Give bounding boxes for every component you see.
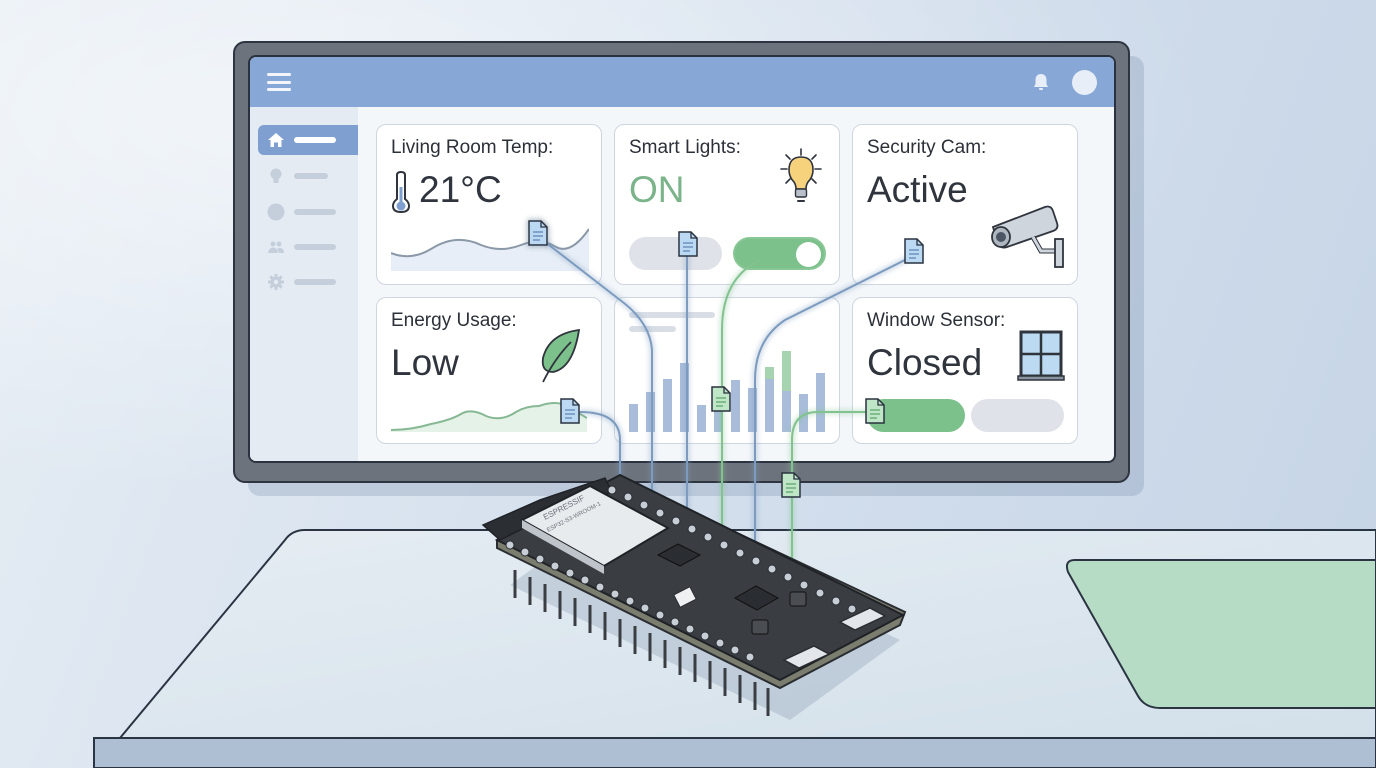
lights-toggle-on[interactable] [733,237,826,270]
chart-subtitle-placeholder [629,326,676,332]
sidebar [250,107,358,461]
lights-toggle-off[interactable] [629,237,722,270]
lightbulb-icon [780,148,822,202]
temp-sparkline [391,228,589,271]
circle-icon [267,203,285,221]
data-packet-icon[interactable] [559,398,581,424]
lightbulb-icon [270,168,282,183]
sidebar-item-settings[interactable] [258,267,358,297]
window-label: Window Sensor: [867,310,1006,331]
window-toggle-open[interactable] [971,399,1064,432]
data-packet-icon[interactable] [527,220,549,246]
sidebar-item-lights[interactable] [258,161,358,191]
card-usage-chart[interactable] [614,297,840,444]
data-packet-icon[interactable] [677,231,699,257]
home-icon [268,133,284,147]
lights-value: ON [629,169,685,210]
data-packet-icon[interactable] [864,398,886,424]
dashboard-screen: Living Room Temp: 21°C Smart Lights: ON [248,55,1116,463]
desk-mat [1065,559,1376,709]
card-smart-lights[interactable]: Smart Lights: ON [614,124,840,285]
energy-label: Energy Usage: [391,310,517,331]
thermometer-icon [391,171,411,213]
energy-sparkline [391,402,587,432]
data-packet-icon[interactable] [710,386,732,412]
users-icon [268,241,284,253]
window-icon [1017,330,1065,381]
energy-value: Low [391,342,459,383]
sidebar-item-devices[interactable] [258,197,358,227]
security-camera-icon [991,205,1064,268]
sidebar-item-home[interactable] [258,125,358,155]
card-security-cam[interactable]: Security Cam: Active [852,124,1078,285]
data-packet-icon[interactable] [780,472,802,498]
leaf-icon [541,328,581,383]
lights-label: Smart Lights: [629,137,741,158]
bell-icon[interactable] [1030,71,1052,93]
monitor: Living Room Temp: 21°C Smart Lights: ON [233,41,1130,483]
card-living-room-temp[interactable]: Living Room Temp: 21°C [376,124,602,285]
top-bar [250,57,1114,107]
temp-value: 21°C [419,169,502,210]
sidebar-item-users[interactable] [258,232,358,262]
data-packet-icon[interactable] [903,238,925,264]
gear-icon [268,274,284,290]
temp-label: Living Room Temp: [391,137,554,158]
toggle-knob [796,242,821,267]
camera-label: Security Cam: [867,137,987,158]
avatar[interactable] [1072,70,1097,95]
chart-title-placeholder [629,312,715,318]
window-value: Closed [867,342,983,383]
hamburger-icon[interactable] [267,73,291,91]
camera-value: Active [867,169,968,210]
